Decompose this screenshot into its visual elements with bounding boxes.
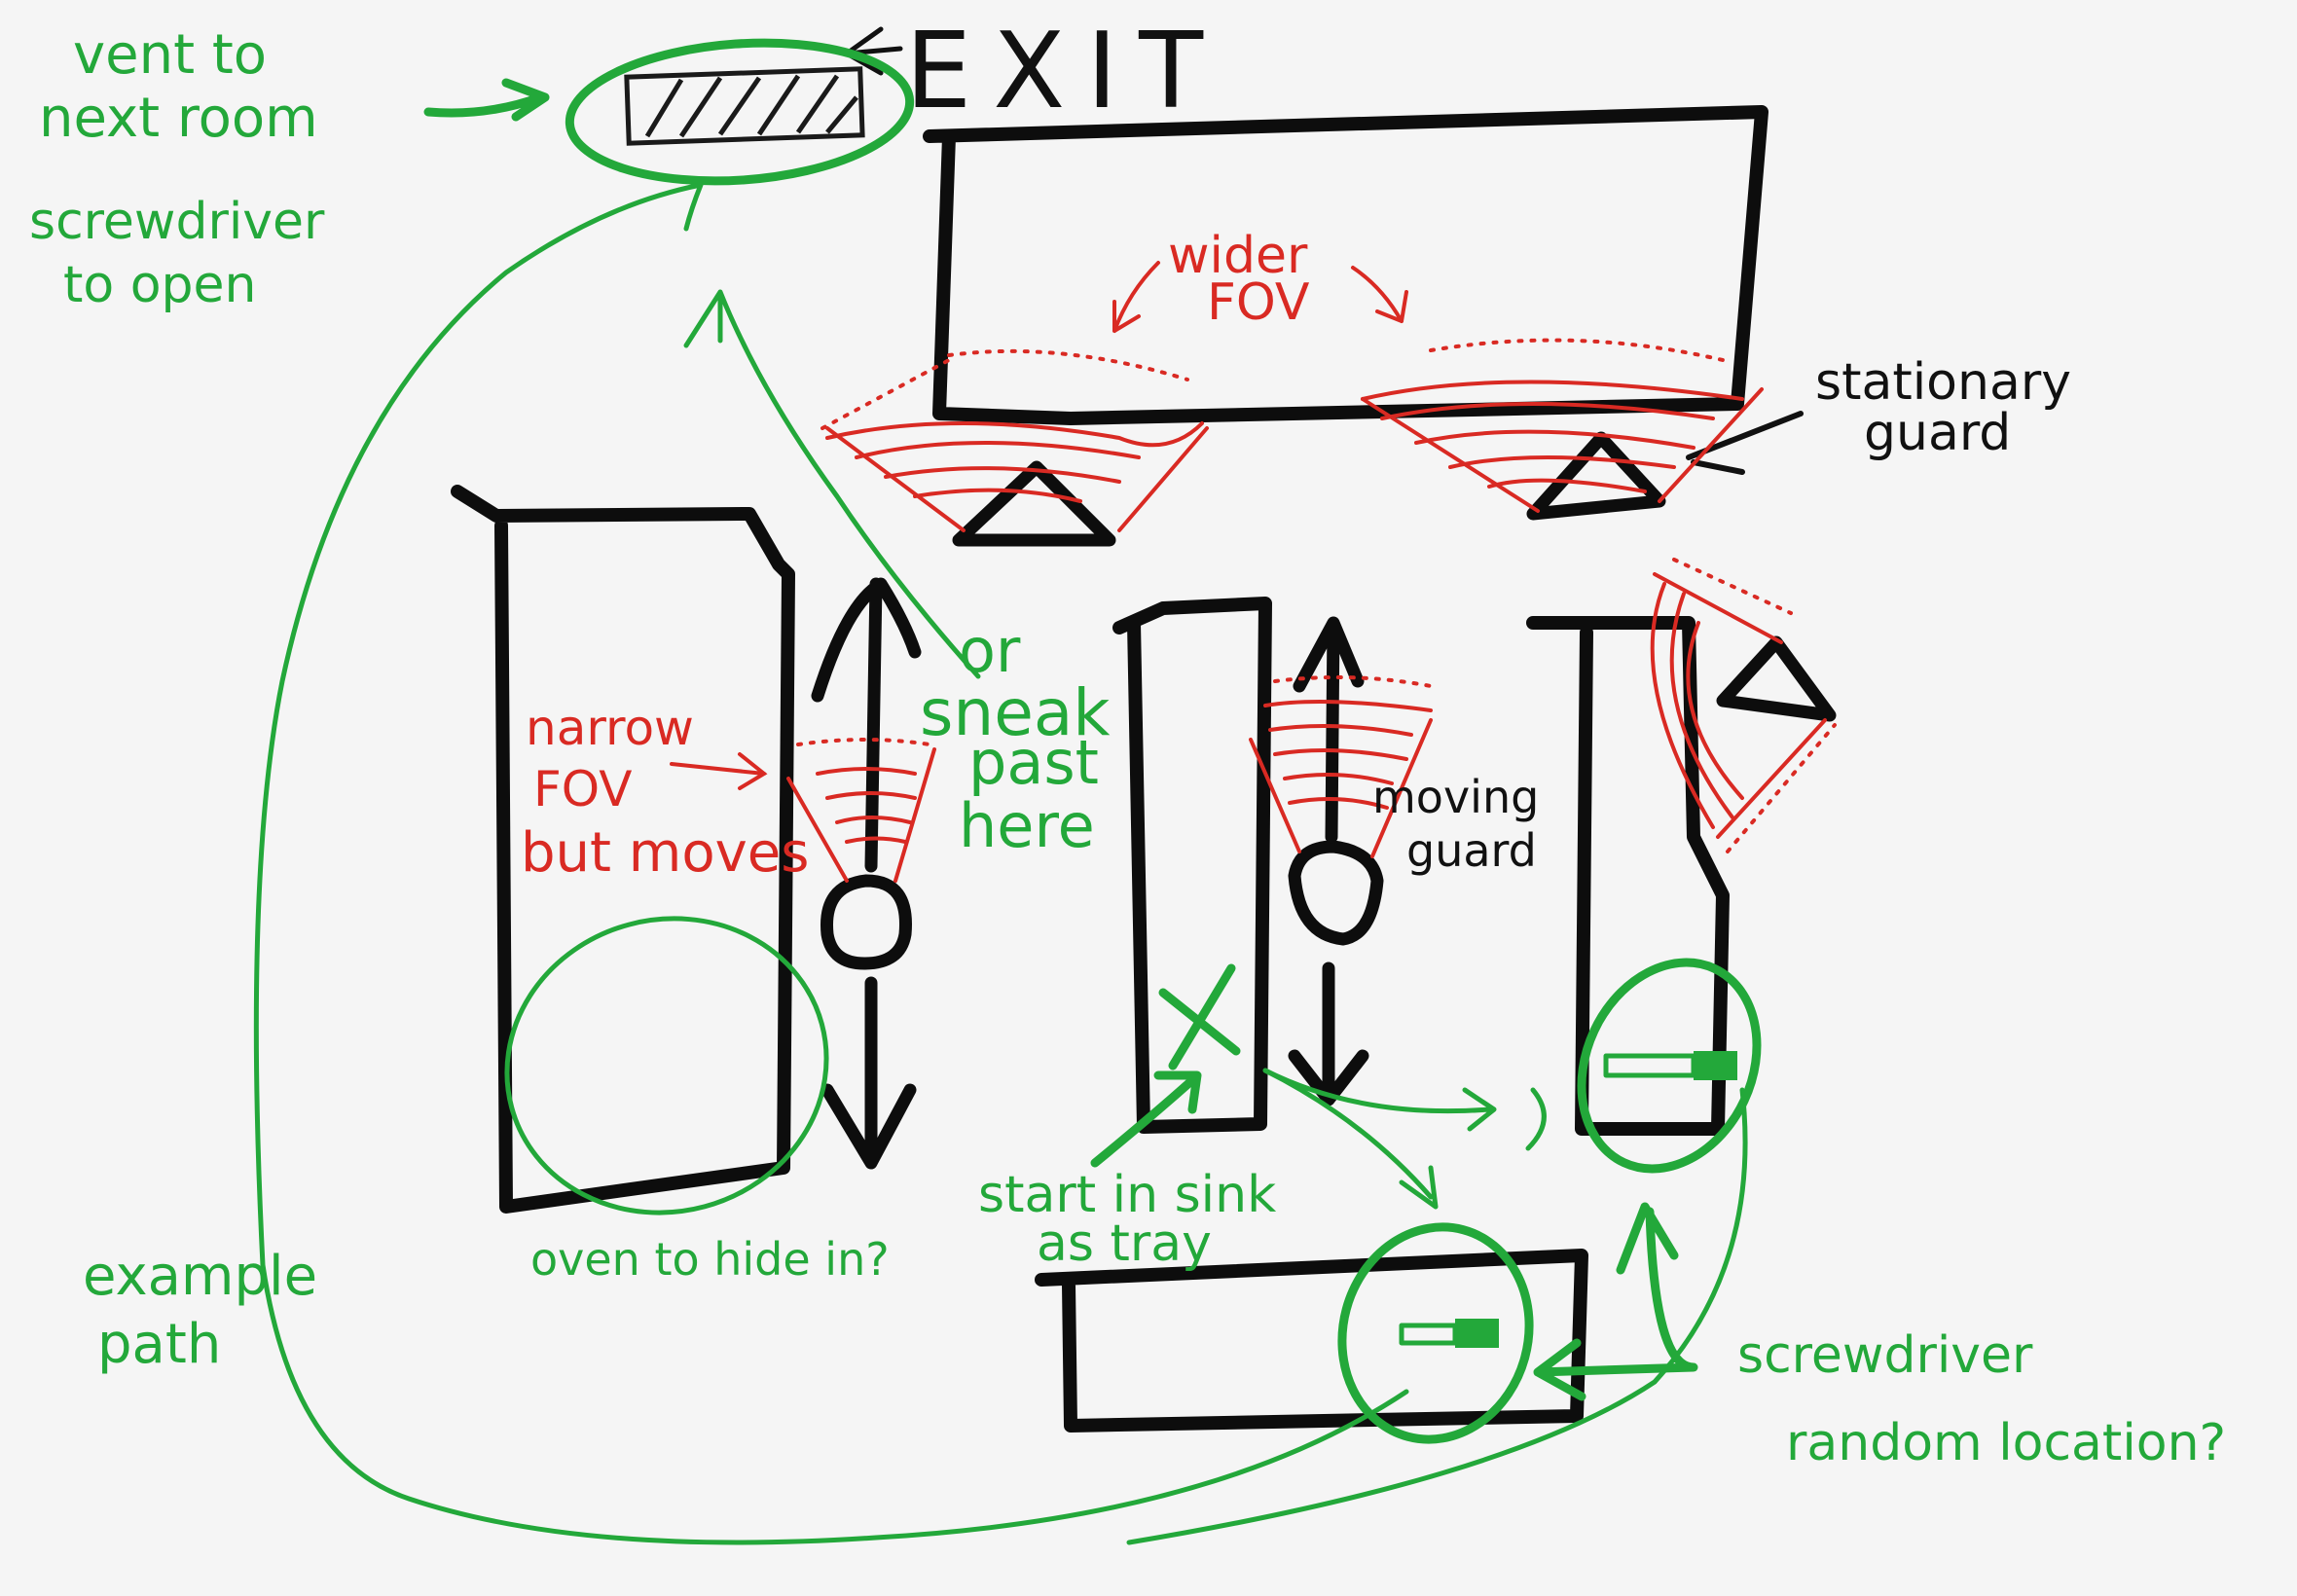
moving-guard-left <box>811 577 922 1170</box>
fov-cone-middle-moving <box>1249 675 1433 858</box>
fov-cone-right-stationary <box>1650 558 1837 853</box>
example-path-line1: example <box>83 1245 317 1308</box>
stationary-guard-label-line1: stationary <box>1815 353 2071 412</box>
left-counter-oven <box>451 485 795 1214</box>
wider-fov-line1: wider <box>1168 227 1308 285</box>
bottom-counter <box>1035 1249 1588 1433</box>
screwdriver-circle-bottom <box>1337 1222 1534 1444</box>
stationary-guard-center <box>1526 431 1666 521</box>
middle-counter-sink <box>1112 597 1272 1134</box>
example-path-return <box>1126 1087 1748 1545</box>
path-arrow-to-right <box>1262 1068 1497 1132</box>
example-path <box>253 182 1409 1545</box>
path-arrow-to-bottom <box>1262 1068 1439 1210</box>
screwdriver-icon-bottom <box>1399 1319 1499 1348</box>
room-walls <box>451 105 1768 1433</box>
stationary-guard-left <box>952 460 1116 547</box>
vent-label-line1: vent to <box>73 23 267 87</box>
moving-guard-label-line1: moving <box>1372 771 1539 823</box>
vent-highlight-circle <box>565 38 915 186</box>
exit-label: EXIT <box>905 11 1224 132</box>
vent-label-line2: next room <box>39 87 318 150</box>
fov-cone-left-moving <box>786 738 936 883</box>
screwdriver-icon-right <box>1603 1051 1737 1080</box>
example-path-line2: path <box>97 1313 221 1376</box>
oven-label: oven to hide in? <box>530 1233 890 1286</box>
narrow-fov-line2: FOV <box>533 761 632 817</box>
screwdriver-label-line1: screwdriver <box>29 193 325 251</box>
screwdriver-label-line2: to open <box>63 256 257 314</box>
fov-cone-center-stationary <box>1361 338 1764 513</box>
screwdriver-random-arrows <box>1533 1202 1698 1401</box>
sneak-label-line3: past <box>968 727 1099 798</box>
path-bracket-right <box>1525 1087 1547 1151</box>
sneak-label-line4: here <box>959 790 1095 861</box>
screwdriver-random-line1: screwdriver <box>1737 1326 2033 1385</box>
moving-guard-label-line2: guard <box>1406 824 1537 877</box>
wider-fov-arrow-left <box>1112 261 1160 333</box>
stationary-guard-label-line2: guard <box>1864 404 2011 462</box>
sneak-path-arrow <box>683 289 981 679</box>
sneak-label-line2: sneak <box>920 675 1111 750</box>
narrow-fov-line1: narrow <box>526 700 694 756</box>
sneak-label-line1: or <box>959 615 1021 686</box>
right-counter <box>1526 616 1730 1136</box>
moving-guard-middle <box>1288 616 1384 1106</box>
stationary-guard-right <box>1716 635 1837 722</box>
text-labels: vent to next room screwdriver to open EX… <box>29 11 2226 1472</box>
vent <box>624 66 865 146</box>
counter-top <box>923 105 1768 425</box>
start-label-line2: as tray <box>1037 1215 1212 1273</box>
screwdriver-circle-right <box>1577 958 1762 1174</box>
start-arrow <box>1090 1070 1202 1168</box>
narrow-fov-arrow <box>670 752 768 790</box>
wider-fov-arrow-right <box>1351 266 1408 323</box>
oven-circle <box>504 916 829 1215</box>
start-marker-x <box>1158 963 1241 1070</box>
start-label-line1: start in sink <box>978 1166 1276 1224</box>
screwdriver-random-line2: random location? <box>1786 1414 2226 1472</box>
stationary-guard-pointer <box>1686 411 1804 475</box>
narrow-fov-line3: but moves <box>521 821 809 885</box>
wider-fov-line2: FOV <box>1207 273 1310 332</box>
fov-cone-left-stationary <box>820 348 1209 532</box>
vent-label-arrow <box>423 78 550 122</box>
